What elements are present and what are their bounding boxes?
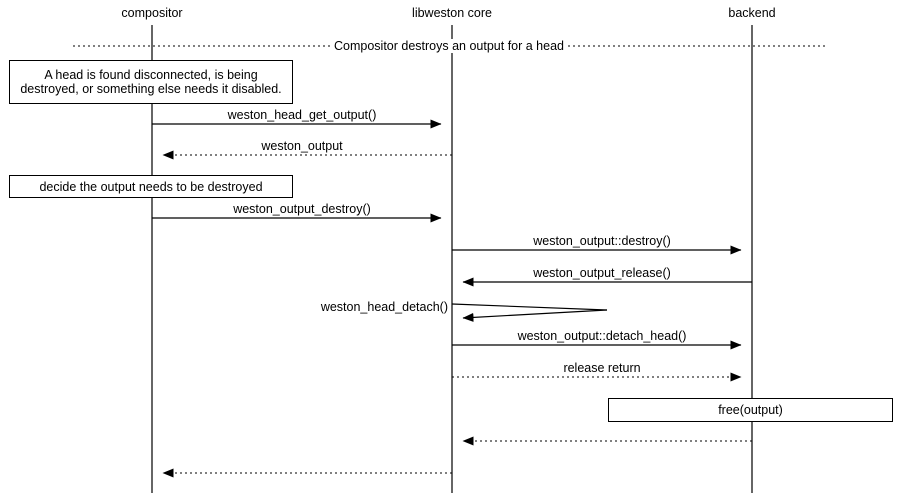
note-head-disconnected: A head is found disconnected, is being d… [9, 60, 293, 104]
section-divider-label: Compositor destroys an output for a head [330, 39, 568, 53]
label-weston-output-detach-head: weston_output::detach_head() [514, 329, 690, 343]
label-weston-head-get-output: weston_head_get_output() [224, 108, 380, 122]
arrow-weston-head-detach-self [451, 303, 608, 322]
label-weston-output-destroy-vfunc: weston_output::destroy() [530, 234, 674, 248]
actor-header-libweston-core: libweston core [412, 6, 492, 20]
actor-header-backend: backend [728, 6, 776, 20]
label-weston-output-release: weston_output_release() [530, 266, 674, 280]
message-arrows [152, 119, 752, 478]
note-free-output: free(output) [608, 398, 893, 422]
label-release-return: release return [560, 361, 644, 375]
note-decide-destroy: decide the output needs to be destroyed [9, 175, 293, 198]
label-weston-output-return: weston_output [258, 139, 346, 153]
label-weston-output-destroy: weston_output_destroy() [230, 202, 374, 216]
actor-header-compositor: compositor [121, 6, 183, 20]
label-weston-head-detach-self: weston_head_detach() [317, 300, 451, 314]
